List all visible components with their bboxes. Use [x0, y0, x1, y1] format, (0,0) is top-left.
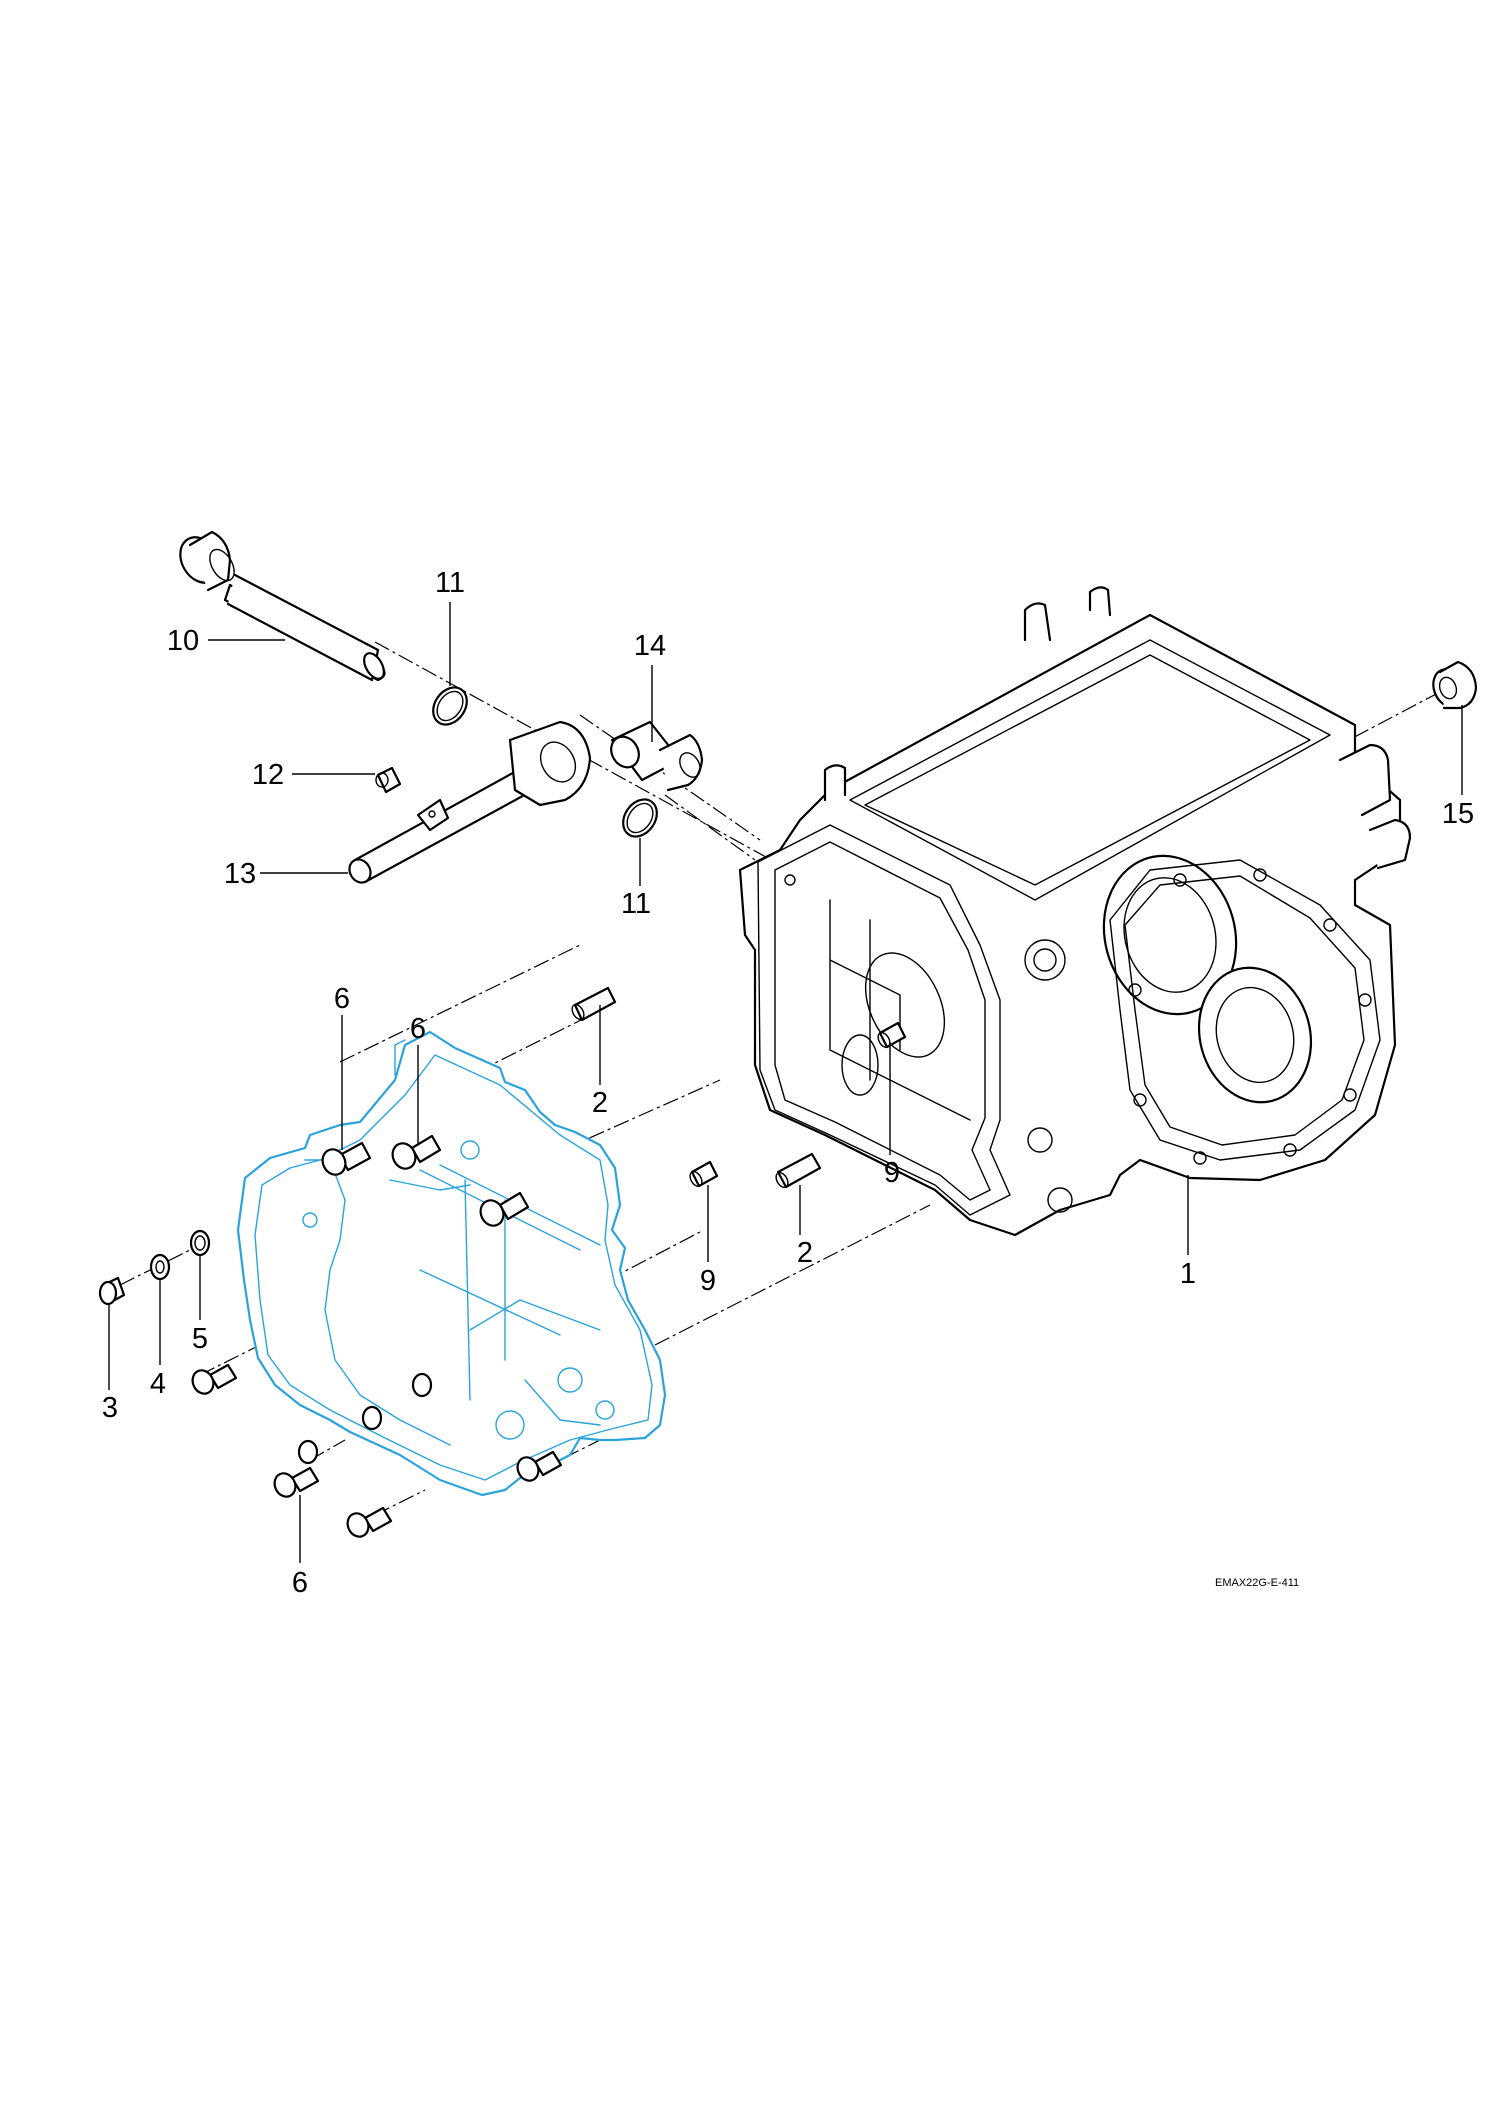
shift-rod-part-13: [348, 720, 592, 884]
callout-1: 1: [1180, 1258, 1196, 1290]
bolt-part-6-a: [321, 1141, 372, 1176]
callout-2-lower: 2: [797, 1237, 813, 1269]
callout-3: 3: [102, 1392, 118, 1424]
bolt-part-6-f: [346, 1506, 393, 1538]
bushing-part-14: [610, 720, 704, 792]
callout-4: 4: [150, 1368, 166, 1400]
nut-on-cover: [297, 1372, 433, 1465]
bolt-part-6-b: [391, 1134, 442, 1170]
dowel-pin-part-9-upper: [877, 1021, 907, 1049]
callout-6-b: 6: [410, 1013, 426, 1045]
leader-lines: [108, 602, 1463, 1563]
o-ring-part-11-upper: [432, 686, 468, 726]
dowel-pin-part-2-upper: [571, 986, 617, 1022]
shaft-part-10: [179, 530, 386, 682]
callout-10: 10: [167, 625, 199, 657]
bolt-part-6-g: [516, 1450, 563, 1482]
callout-11-lower: 11: [621, 888, 651, 920]
callout-6-a: 6: [334, 983, 350, 1015]
transmission-case-part-1: [738, 586, 1412, 1237]
bolt-part-6-d: [191, 1363, 238, 1395]
callout-6-c: 6: [292, 1567, 308, 1599]
dowel-pin-part-2-lower: [775, 1152, 822, 1189]
nut-part-3: [98, 1276, 126, 1306]
plug-part-15: [1432, 660, 1478, 710]
callout-9-lower: 9: [700, 1265, 716, 1297]
drawing-code: EMAX22G-E-411: [1215, 1577, 1299, 1589]
callout-12: 12: [252, 759, 284, 791]
bolt-part-12: [375, 766, 402, 794]
callout-14: 14: [634, 630, 666, 662]
o-ring-part-11-lower: [622, 798, 658, 838]
bolt-part-6-e: [273, 1466, 320, 1498]
washer-part-4: [149, 1253, 171, 1281]
callout-9-upper: 9: [884, 1157, 900, 1189]
callout-2-upper: 2: [592, 1087, 608, 1119]
callout-5: 5: [192, 1323, 208, 1355]
dowel-pin-part-9-lower: [689, 1160, 719, 1188]
callout-15: 15: [1442, 798, 1474, 830]
callout-numbers: 10 11 12 13 14 11 15 6 6 2 9 9 2 1 3 4 5…: [102, 567, 1474, 1599]
washer-part-5: [189, 1229, 211, 1257]
bolt-part-6-c: [479, 1191, 530, 1227]
callout-11-upper: 11: [435, 567, 465, 599]
callout-13: 13: [224, 858, 256, 890]
